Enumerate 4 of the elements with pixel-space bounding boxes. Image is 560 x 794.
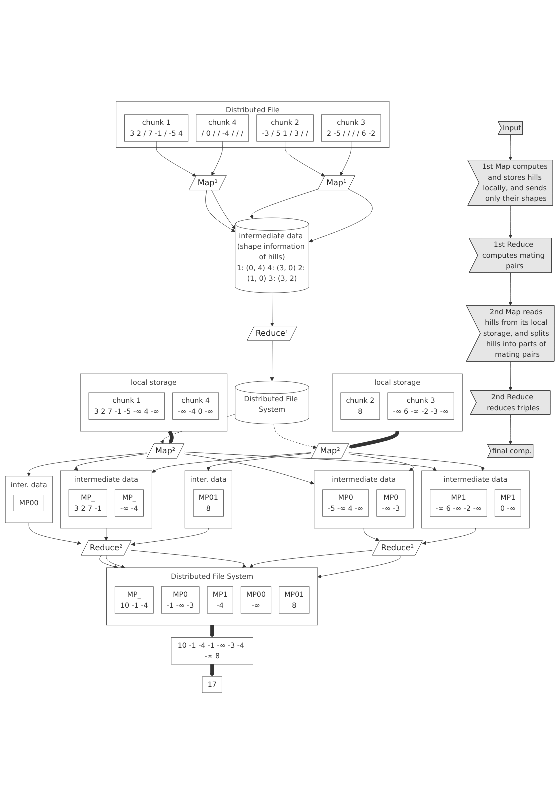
arrow bbox=[168, 430, 174, 444]
arrow bbox=[210, 624, 214, 638]
arrow bbox=[210, 663, 214, 677]
arrow bbox=[348, 430, 400, 449]
